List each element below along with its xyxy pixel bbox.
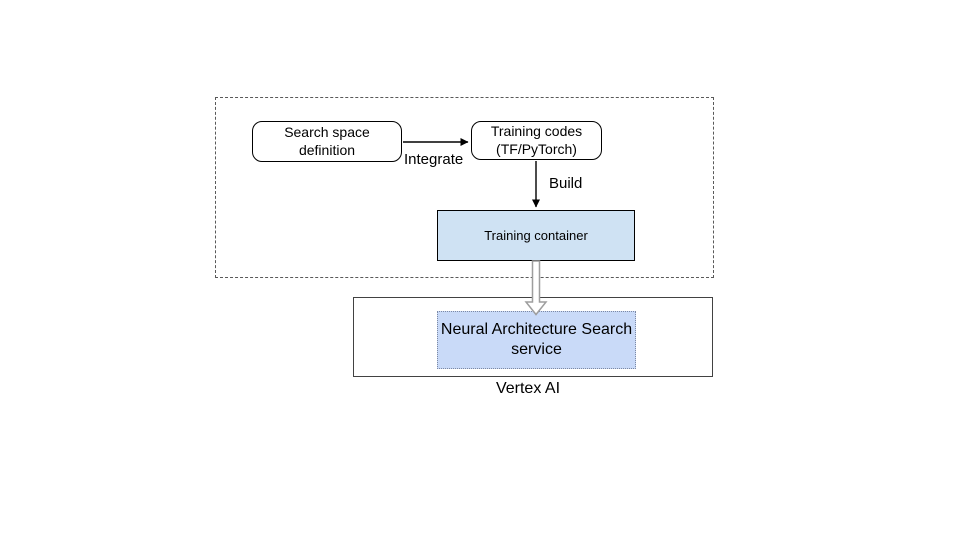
nas-service-node: Neural Architecture Search service [437,311,636,369]
training-codes-label: Training codes (TF/PyTorch) [490,123,583,157]
training-container-label: Training container [484,228,588,243]
vertex-ai-label: Vertex AI [495,380,561,397]
search-space-definition-node: Search space definition [252,121,402,162]
nas-service-label: Neural Architecture Search service [440,321,633,358]
dashed-group-region [215,97,714,278]
search-space-definition-label: Search space definition [284,124,370,158]
training-codes-node: Training codes (TF/PyTorch) [471,121,602,160]
integrate-edge-label: Integrate [404,151,464,168]
build-edge-label: Build [549,175,583,192]
training-container-node: Training container [437,210,635,261]
